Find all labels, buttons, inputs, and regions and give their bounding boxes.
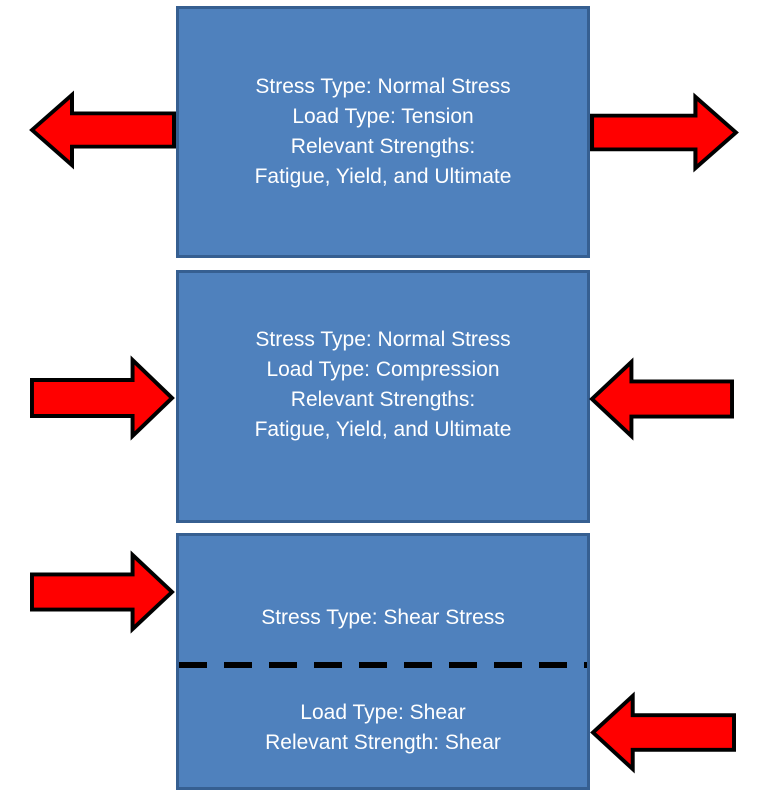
- compression-box: Stress Type: Normal Stress Load Type: Co…: [176, 270, 590, 523]
- tension-box-text: Stress Type: Normal Stress Load Type: Te…: [255, 72, 512, 192]
- shear-stress-section: Stress Type: Shear Stress: [179, 536, 587, 662]
- shear-stress-type-line: Stress Type: Shear Stress: [261, 606, 505, 629]
- compression-relevant-strengths-line: Relevant Strengths:: [290, 387, 476, 411]
- compression-strengths-list-line: Fatigue, Yield, and Ultimate: [254, 417, 512, 441]
- shear-relevant-strength-line: Relevant Strength: Shear: [265, 730, 501, 754]
- shear-plane-dashed-line: [179, 662, 587, 668]
- compression-load-type-line: Load Type: Compression: [266, 357, 500, 381]
- shear-upper-left-arrow-icon: [30, 550, 175, 634]
- shear-load-section: Load Type: Shear Relevant Strength: Shea…: [179, 668, 587, 787]
- tension-right-arrow-icon: [590, 92, 739, 173]
- shear-lower-right-arrow-icon: [590, 691, 736, 774]
- compression-right-arrow-icon: [589, 357, 734, 441]
- tension-relevant-strengths-line: Relevant Strengths:: [290, 135, 476, 158]
- compression-stress-type-line: Stress Type: Normal Stress: [255, 327, 511, 351]
- shear-box: Stress Type: Shear Stress Load Type: She…: [176, 533, 590, 790]
- tension-strengths-list-line: Fatigue, Yield, and Ultimate: [254, 165, 512, 188]
- tension-left-arrow-icon: [29, 90, 176, 170]
- tension-box: Stress Type: Normal Stress Load Type: Te…: [176, 6, 590, 258]
- compression-left-arrow-icon: [30, 355, 175, 441]
- compression-box-text: Stress Type: Normal Stress Load Type: Co…: [255, 325, 512, 445]
- shear-load-type-line: Load Type: Shear: [300, 700, 466, 724]
- tension-load-type-line: Load Type: Tension: [292, 105, 474, 128]
- tension-stress-type-line: Stress Type: Normal Stress: [255, 75, 511, 98]
